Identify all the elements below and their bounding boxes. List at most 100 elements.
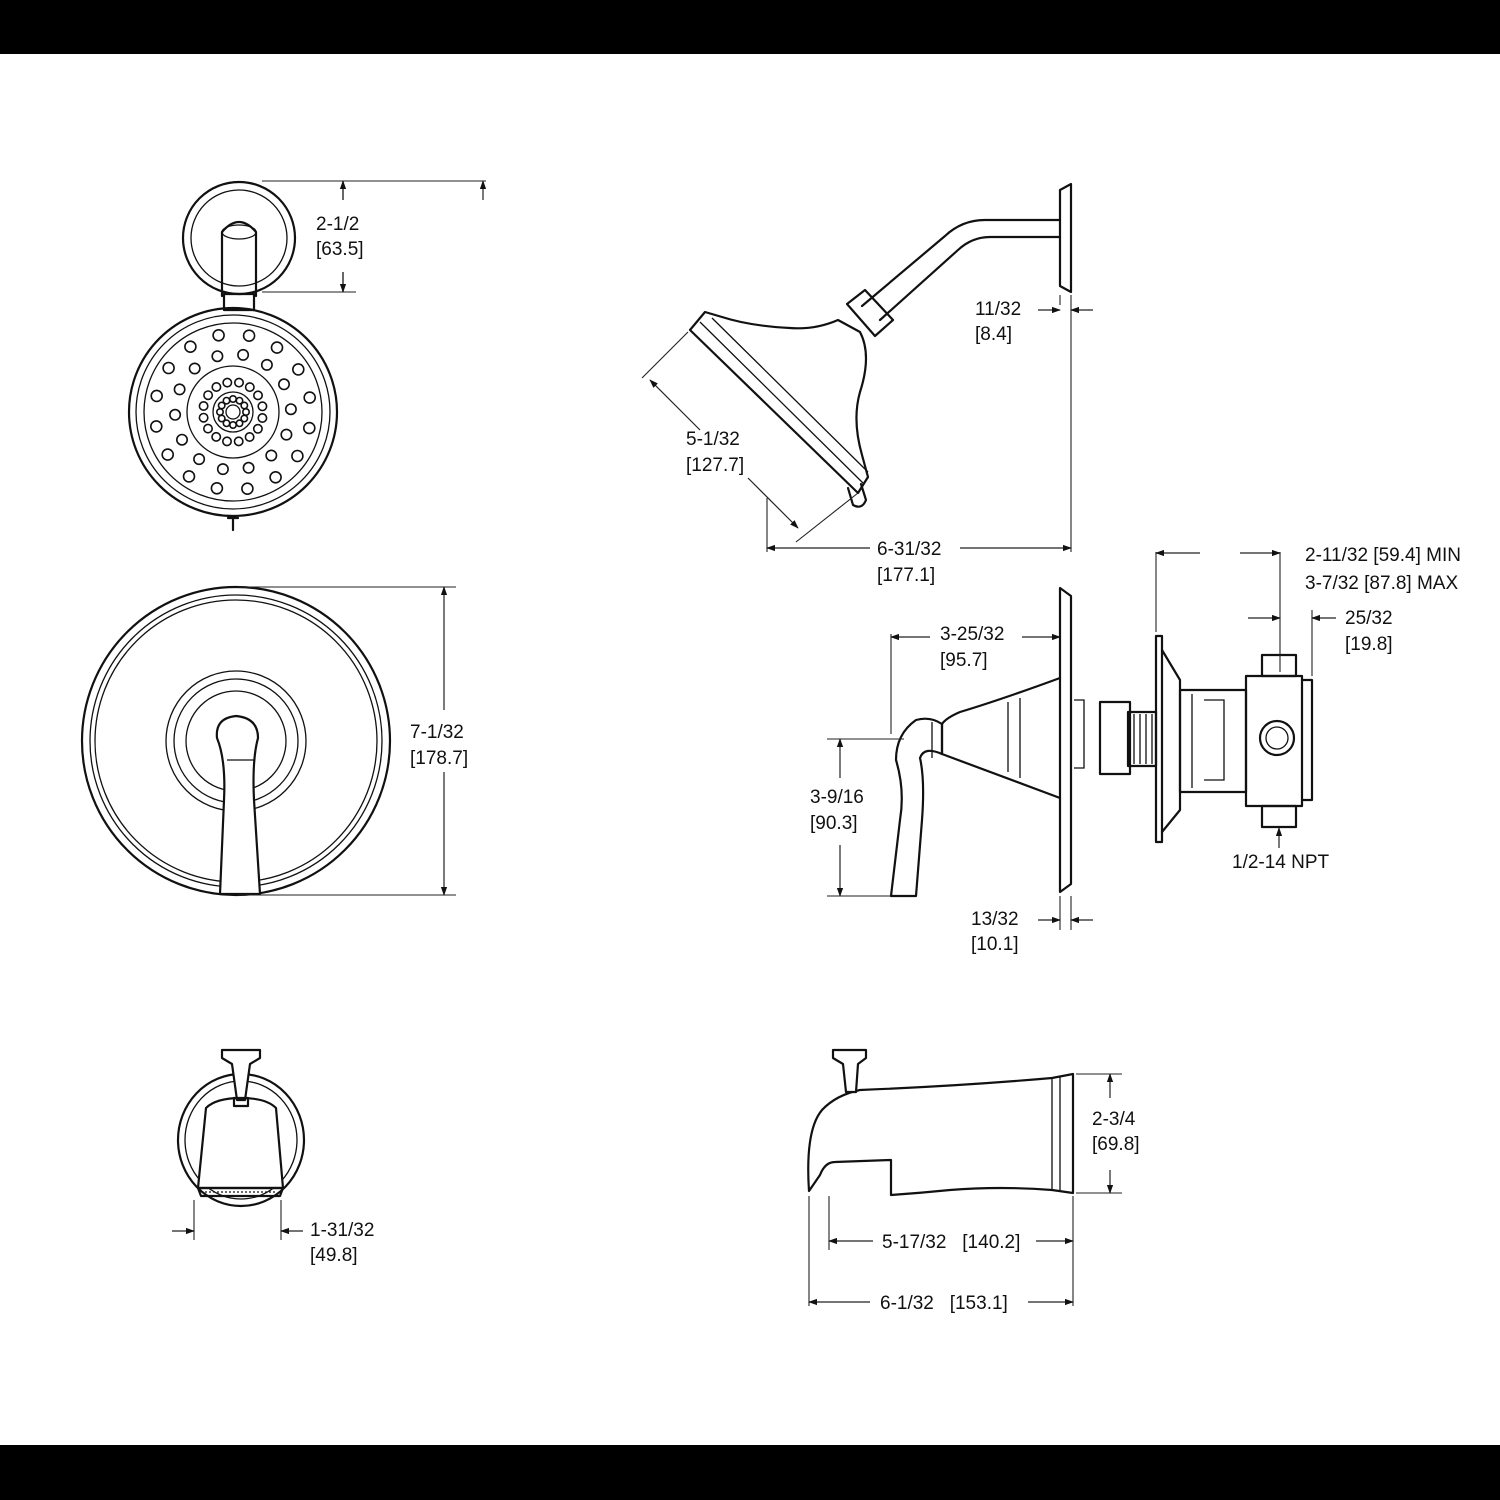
spout-outlet: [196, 1186, 285, 1198]
head-diameter-imperial: 5-1/32: [686, 429, 740, 450]
shower-head-rim: [135, 314, 331, 510]
spray-jet: [277, 378, 290, 391]
spray-jet: [234, 377, 245, 388]
escutcheon-lines: [1007, 698, 1021, 778]
cartridge-detail: [1191, 694, 1225, 788]
spray-jet: [280, 428, 293, 441]
spray-jet: [198, 400, 209, 411]
spray-jet: [284, 403, 297, 416]
spray-jet: [233, 436, 244, 447]
wall-flange-side: [1058, 182, 1073, 294]
spray-jet: [216, 463, 229, 476]
plate-diameter-imperial: 7-1/32: [410, 722, 464, 743]
trim-plate-front-view: 7-1/32 [178.7]: [80, 585, 468, 897]
spray-jet: [198, 412, 209, 423]
diverter-knob-front[interactable]: [220, 1048, 262, 1102]
shower-arm-opening: [221, 224, 257, 240]
spray-jet: [216, 407, 225, 416]
spray-jet: [269, 470, 282, 484]
handle-escutcheon-cone: [940, 676, 1062, 800]
handle-projection-imperial: 3-25/32: [940, 624, 1004, 645]
spray-jet: [222, 396, 231, 405]
valve-top-port: [1260, 653, 1298, 678]
spray-jet: [302, 421, 316, 435]
tub-spout-side-view: 2-3/4 [69.8] 5-17/32 [140.2] 6-1/32 [153…: [807, 1048, 1140, 1314]
valve-handle-side[interactable]: [889, 717, 944, 898]
spray-jet: [222, 436, 233, 447]
spout-width-imperial: 1-31/32: [310, 1220, 374, 1241]
valve-cartridge-cover: [1154, 634, 1164, 844]
trim-plate-back-boss: [1074, 699, 1085, 769]
spray-jet: [150, 389, 163, 403]
spout-collar-lines: [1051, 1076, 1061, 1192]
spray-jet: [242, 407, 251, 416]
valve-offset-metric: [19.8]: [1345, 634, 1393, 655]
spray-jet: [217, 414, 226, 423]
tub-spout-front-view: 1-31/32 [49.8]: [172, 1048, 374, 1266]
spray-jet: [211, 431, 222, 442]
valve-depth-min: 2-11/32 [59.4] MIN: [1305, 545, 1461, 566]
shower-head-inner-ring: [186, 365, 280, 459]
spray-jet: [176, 433, 189, 446]
spray-jet: [235, 396, 244, 405]
spray-jet: [237, 348, 250, 361]
arm-projection-metric: [177.1]: [877, 565, 935, 586]
valve-offset-imperial: 25/32: [1345, 608, 1393, 629]
spray-jet: [291, 449, 304, 463]
head-diameter-metric: [127.7]: [686, 455, 744, 476]
shower-head-nozzle: [846, 482, 868, 508]
spray-jet: [242, 329, 256, 343]
arm-height-metric: [63.5]: [316, 239, 364, 260]
spline-lines: [1133, 714, 1153, 764]
spray-jet: [212, 328, 225, 342]
shower-head-front-view: 2-1/2 [63.5]: [127, 180, 487, 532]
spray-jet: [242, 461, 255, 474]
diverter-knob-side[interactable]: [831, 1048, 868, 1094]
valve-back-flange: [1300, 678, 1314, 802]
spray-jet: [161, 448, 174, 461]
shower-arm-bottom-edge: [878, 235, 1062, 322]
spray-jet: [303, 391, 317, 404]
valve-side-inlet: [1258, 719, 1296, 757]
plate-thickness-imperial: 13/32: [971, 909, 1019, 930]
spray-jet: [260, 358, 273, 371]
tub-spout-side-body: [807, 1072, 1075, 1197]
spray-jets: [150, 328, 317, 496]
shower-ball-joint: [222, 292, 256, 312]
trim-and-valve-side-view: 2-11/32 [59.4] MIN 3-7/32 [87.8] MAX 25/…: [810, 545, 1461, 955]
spray-jet: [222, 377, 233, 388]
spray-jet: [244, 431, 255, 442]
spray-jet: [252, 423, 263, 434]
spray-jet: [270, 341, 284, 354]
spray-jet: [257, 412, 268, 423]
shower-head-center: [225, 404, 241, 420]
spray-jet: [257, 401, 268, 412]
spray-jet: [162, 361, 175, 375]
handle-projection-metric: [95.7]: [940, 650, 988, 671]
spray-jet: [235, 419, 244, 428]
shower-head-face: [143, 322, 323, 502]
shower-arm-top-edge: [860, 218, 1062, 308]
spout-height-imperial: 2-3/4: [1092, 1109, 1136, 1130]
valve-stem-splines: [1126, 710, 1158, 768]
flange-offset-imperial: 11/32: [975, 299, 1021, 320]
shower-head-face-lines: [699, 317, 869, 485]
spray-jet: [193, 453, 206, 466]
spray-jet: [211, 381, 222, 392]
spray-jet: [203, 390, 214, 401]
spout-length-label: 6-1/32 [153.1]: [880, 1293, 1008, 1314]
spray-jet: [291, 363, 305, 376]
shower-ball-joint-side: [845, 288, 895, 338]
spout-reach-label: 5-17/32 [140.2]: [882, 1232, 1020, 1253]
spray-jet: [203, 423, 214, 434]
spray-jet: [265, 449, 278, 462]
valve-depth-max: 3-7/32 [87.8] MAX: [1305, 573, 1458, 594]
valve-handle-lever[interactable]: [215, 714, 262, 896]
spray-jet: [150, 420, 163, 433]
valve-stem: [1098, 700, 1132, 776]
spray-jet: [229, 394, 238, 403]
plate-diameter-metric: [178.7]: [410, 748, 468, 769]
spout-body-front: [196, 1096, 285, 1190]
valve-bottom-port: [1260, 804, 1298, 829]
shower-head-side-view: 11/32 [8.4] 5-1/32 [127.7] 6-31/32 [177.…: [641, 182, 1093, 586]
